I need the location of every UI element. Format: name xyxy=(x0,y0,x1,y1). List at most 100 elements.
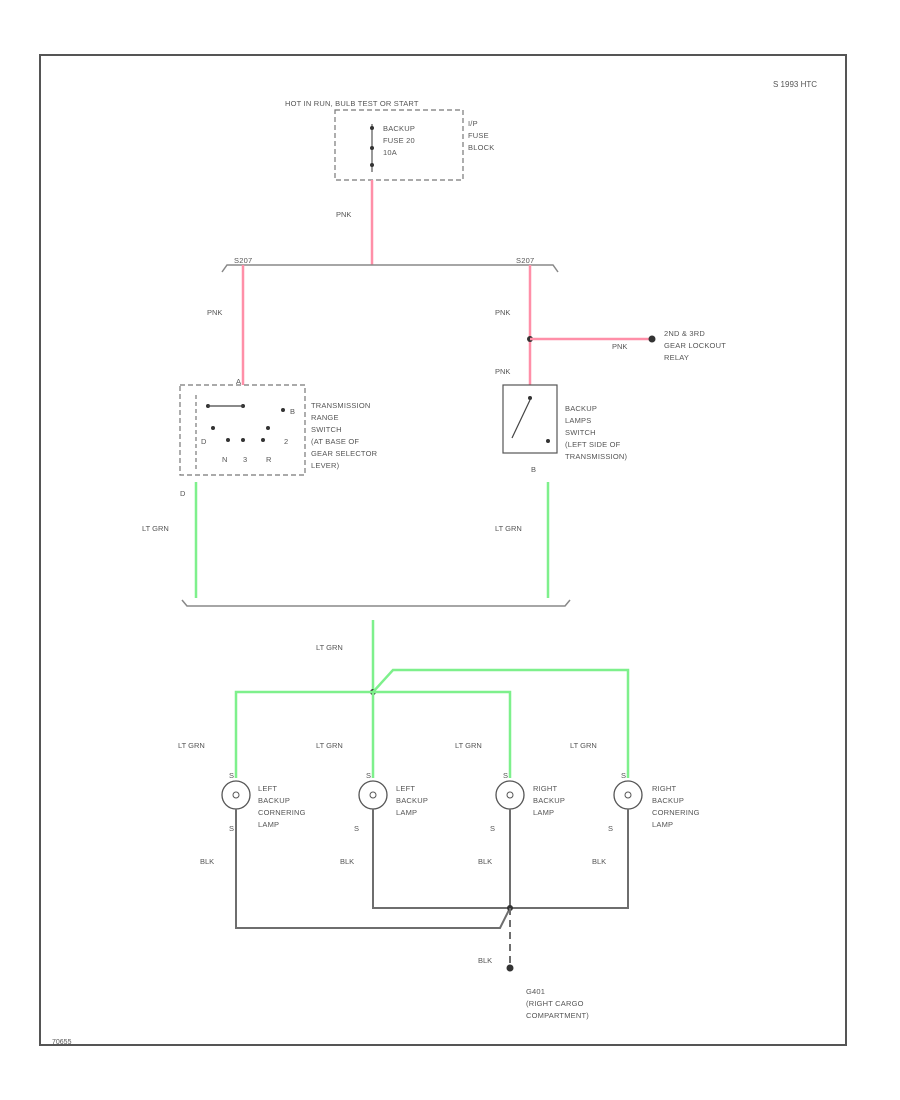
fuse-label-line: FUSE 20 xyxy=(383,136,415,145)
fuse-terminal xyxy=(370,146,374,150)
bulb-icon xyxy=(358,780,388,810)
lamp-bottom-pin: S xyxy=(229,824,234,833)
lamp-top-pin: S xyxy=(503,771,508,780)
lamp-label-line: BACKUP xyxy=(533,796,565,805)
bulb-filament xyxy=(232,791,240,799)
splice-label: S207 xyxy=(516,256,534,265)
switch-contact xyxy=(211,426,215,430)
switch-arm xyxy=(511,399,531,439)
lamp-label-line: LAMP xyxy=(396,808,417,817)
diagram-frame xyxy=(39,54,847,1046)
range-switch-out-pin: D xyxy=(180,489,186,498)
range-switch-pin: A xyxy=(236,377,241,386)
wire-color-label-blk: BLK xyxy=(340,857,354,866)
switch-contact xyxy=(281,408,285,412)
switch-contact xyxy=(226,438,230,442)
backup-switch-label-line: SWITCH xyxy=(565,428,596,437)
lamp-bottom-pin: S xyxy=(354,824,359,833)
ground-label-line: G401 xyxy=(526,987,545,996)
backup-switch-label-line: LAMPS xyxy=(565,416,591,425)
lamp-label-line: LEFT xyxy=(258,784,277,793)
backup-switch-out-pin: B xyxy=(531,465,536,474)
revision-label: S 1993 HTC xyxy=(773,80,817,89)
switch-contact xyxy=(266,426,270,430)
lt-grn-wire-lamp-3 xyxy=(373,690,512,778)
splice-bus-bottom xyxy=(181,599,571,607)
fuse-block-label-line: I/P xyxy=(468,119,478,128)
lamp-label-line: BACKUP xyxy=(258,796,290,805)
wire-color-label-pnk: PNK xyxy=(612,342,627,351)
lamp-label-line: LAMP xyxy=(652,820,673,829)
switch-contact xyxy=(546,439,550,443)
lamp-label-line: CORNERING xyxy=(258,808,306,817)
ground-label-line: (RIGHT CARGO xyxy=(526,999,584,1008)
range-switch-label-line: GEAR SELECTOR xyxy=(311,449,378,458)
relay-label-line: RELAY xyxy=(664,353,689,362)
range-switch-pin: N xyxy=(222,455,228,464)
fuse-label-line: BACKUP xyxy=(383,124,415,133)
switch-contact xyxy=(241,438,245,442)
transmission-range-switch: A B 2 N D 3 R TRANSMISSION RANGE SWITCH … xyxy=(179,377,378,498)
lamp-left-backup: S S LEFT BACKUP LAMP xyxy=(354,771,428,833)
ground-label-line: COMPARTMENT) xyxy=(526,1011,589,1020)
wire-color-label-pnk: PNK xyxy=(336,210,351,219)
lamp-right-backup: S S RIGHT BACKUP LAMP xyxy=(490,771,565,833)
range-switch-label-line: RANGE xyxy=(311,413,339,422)
wire-color-label-blk: BLK xyxy=(200,857,214,866)
wire-color-label-pnk: PNK xyxy=(495,367,510,376)
lamp-label-line: LEFT xyxy=(396,784,415,793)
range-switch-label-line: SWITCH xyxy=(311,425,342,434)
bulb-icon xyxy=(613,780,643,810)
lamp-bottom-pin: S xyxy=(490,824,495,833)
splice-bus-top xyxy=(221,264,559,273)
fuse-label-line: 10A xyxy=(383,148,397,157)
range-switch-pin: D xyxy=(201,437,207,446)
backup-lamps-switch: BACKUP LAMPS SWITCH (LEFT SIDE OF TRANSM… xyxy=(502,384,627,474)
range-switch-label-line: TRANSMISSION xyxy=(311,401,371,410)
switch-contact xyxy=(261,438,265,442)
wire-color-label-blk: BLK xyxy=(478,857,492,866)
wire-color-label-lt-grn: LT GRN xyxy=(316,741,343,750)
relay-label-line: GEAR LOCKOUT xyxy=(664,341,726,350)
fuse-block-label-line: BLOCK xyxy=(468,143,494,152)
lamp-bottom-pin: S xyxy=(608,824,613,833)
lt-grn-wire-lamp-4 xyxy=(372,668,630,778)
lamp-label-line: LAMP xyxy=(533,808,554,817)
bulb-filament xyxy=(506,791,514,799)
range-switch-label-line: LEVER) xyxy=(311,461,340,470)
range-switch-outline xyxy=(179,384,306,476)
lamp-right-cornering: S S RIGHT BACKUP CORNERING LAMP xyxy=(608,771,700,833)
wire-color-label-lt-grn: LT GRN xyxy=(316,643,343,652)
fuse-block-outline xyxy=(334,109,464,181)
blk-wire-lamp-1 xyxy=(235,809,511,929)
lamp-label-line: RIGHT xyxy=(533,784,558,793)
fuse-block-label-line: FUSE xyxy=(468,131,489,140)
wire-color-label-blk: BLK xyxy=(592,857,606,866)
fuse-terminal xyxy=(370,126,374,130)
range-switch-pin: 3 xyxy=(243,455,247,464)
hot-in-run-label: HOT IN RUN, BULB TEST OR START xyxy=(285,99,419,108)
wire-color-label-lt-grn: LT GRN xyxy=(178,741,205,750)
bulb-filament xyxy=(369,791,377,799)
lamp-top-pin: S xyxy=(229,771,234,780)
lamp-label-line: BACKUP xyxy=(396,796,428,805)
bulb-icon xyxy=(221,780,251,810)
wire-color-label-lt-grn: LT GRN xyxy=(142,524,169,533)
backup-switch-outline xyxy=(502,384,558,454)
wire-color-label-lt-grn: LT GRN xyxy=(455,741,482,750)
fuse-block: HOT IN RUN, BULB TEST OR START BACKUP FU… xyxy=(285,99,494,181)
range-switch-pin: 2 xyxy=(284,437,288,446)
wire-color-label-pnk: PNK xyxy=(207,308,222,317)
blk-wire-lamp-4 xyxy=(510,809,629,909)
lamp-label-line: CORNERING xyxy=(652,808,700,817)
relay-label-line: 2ND & 3RD xyxy=(664,329,705,338)
lamp-label-line: RIGHT xyxy=(652,784,677,793)
wire-color-label-blk: BLK xyxy=(478,956,492,965)
range-switch-pin: B xyxy=(290,407,295,416)
bulb-icon xyxy=(495,780,525,810)
wire-color-label-lt-grn: LT GRN xyxy=(495,524,522,533)
lamp-top-pin: S xyxy=(621,771,626,780)
ground-icon xyxy=(506,964,514,972)
backup-switch-label-line: TRANSMISSION) xyxy=(565,452,627,461)
